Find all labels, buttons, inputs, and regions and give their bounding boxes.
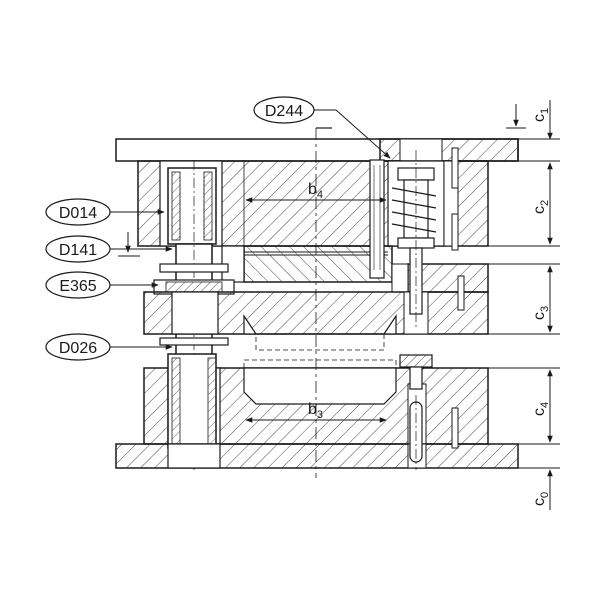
dim-b4: b4 (243, 160, 389, 246)
right-edge-pins (451, 147, 465, 449)
callout-d026[interactable]: D026 (45, 333, 173, 361)
guide-bush-upper (167, 167, 217, 245)
top-clamping-plate (115, 138, 519, 162)
dim-right-labels: c1 c2 c3 c4 c0 (531, 108, 551, 506)
svg-text:c0: c0 (531, 492, 551, 506)
callout-e365[interactable]: E365 (45, 271, 159, 299)
svg-text:b3: b3 (308, 401, 323, 421)
svg-text:c2: c2 (531, 200, 551, 214)
stripper-block-right (391, 263, 489, 293)
callout-d141[interactable]: D141 (45, 235, 173, 263)
dowel-pin-lower (409, 395, 423, 470)
dim-b3: b3 (245, 401, 387, 423)
callout-d244[interactable]: D244 (253, 96, 391, 159)
svg-text:D244: D244 (265, 103, 303, 120)
d141-arrow (118, 232, 140, 257)
guide-bush-lower (167, 353, 217, 449)
svg-text:D026: D026 (59, 340, 97, 357)
dim-right-chain (488, 100, 560, 510)
svg-text:b4: b4 (308, 181, 323, 201)
bottom-base-plate (115, 443, 519, 469)
svg-text:c3: c3 (531, 306, 551, 320)
svg-text:c1: c1 (531, 108, 551, 122)
spring-stripper-bolt (391, 150, 437, 330)
socket-screw-lower (399, 354, 433, 390)
svg-text:D014: D014 (59, 205, 97, 222)
svg-text:c4: c4 (531, 402, 551, 416)
pilot-punch (369, 159, 385, 279)
svg-text:E365: E365 (59, 278, 96, 295)
punch-plate (221, 245, 393, 283)
callout-d014[interactable]: D014 (45, 198, 165, 226)
svg-text:D141: D141 (59, 242, 97, 259)
